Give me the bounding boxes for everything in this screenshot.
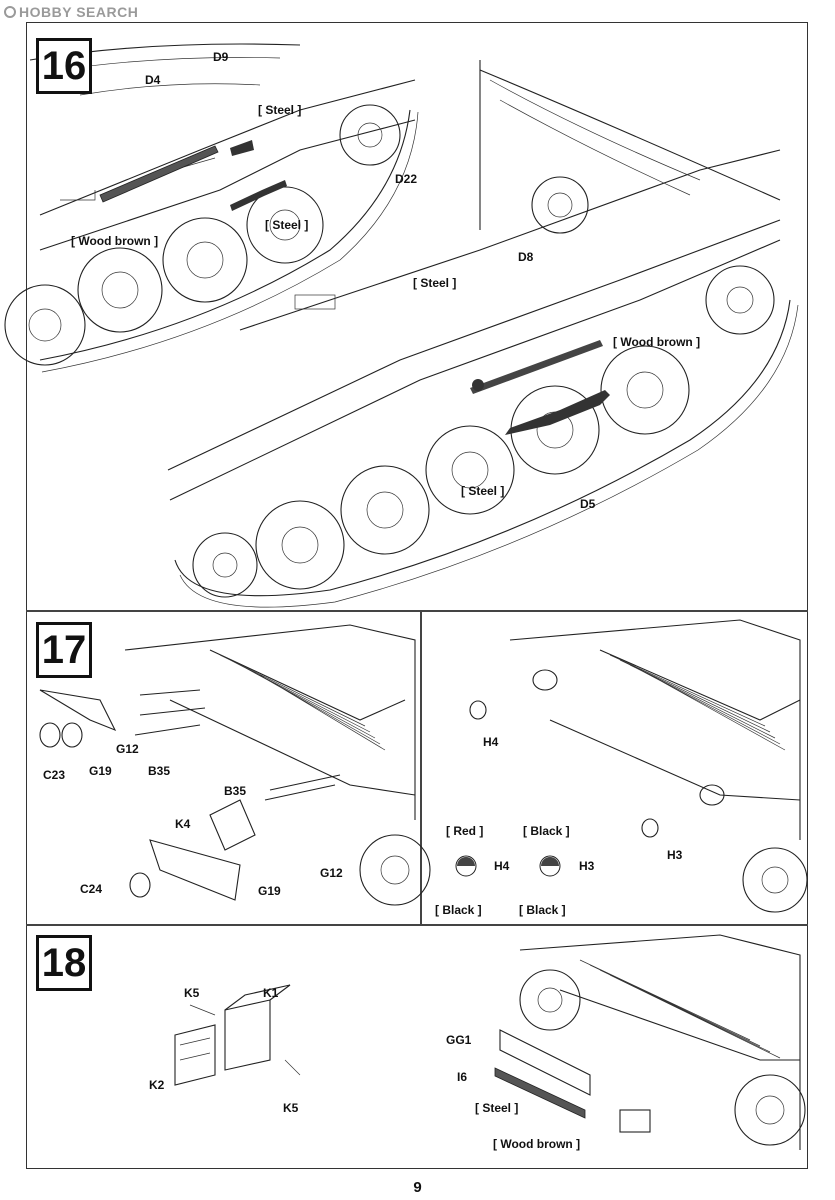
callout-c24: C24 <box>80 882 103 896</box>
callout-steel-2: [ Steel ] <box>265 218 309 232</box>
step-number-16: 16 <box>36 38 92 94</box>
divider-horizontal-1 <box>26 610 808 612</box>
colorkey-h3-top: [ Black ] <box>523 824 570 838</box>
callout-k4: K4 <box>175 817 191 831</box>
watermark-logo-icon <box>4 6 16 18</box>
callout-i6: I6 <box>457 1070 468 1084</box>
divider-horizontal-2 <box>26 924 808 926</box>
callout-c23: C23 <box>43 768 66 782</box>
callout-d8: D8 <box>518 250 534 264</box>
step18-right-art <box>494 934 806 1150</box>
page-frame <box>26 22 808 1169</box>
callout-k1: K1 <box>263 986 279 1000</box>
callout-k5-2: K5 <box>283 1101 299 1115</box>
callout-d5: D5 <box>580 497 596 511</box>
callout-g19-1: G19 <box>89 764 112 778</box>
step18-left-art <box>174 984 301 1086</box>
step17-left-art <box>39 624 431 906</box>
page-number: 9 <box>413 1179 422 1196</box>
callout-h4: H4 <box>483 735 499 749</box>
callout-b35-2: B35 <box>224 784 247 798</box>
callout-d4: D4 <box>145 73 161 87</box>
step17-right-art <box>455 619 808 913</box>
callout-steel-5: [ Steel ] <box>475 1101 519 1115</box>
callout-h3: H3 <box>667 848 683 862</box>
colorkey-h3-bottom: [ Black ] <box>519 903 566 917</box>
callout-d22: D22 <box>395 172 418 186</box>
step-number-17: 17 <box>36 622 92 678</box>
colorkey-h4-top: [ Red ] <box>446 824 484 838</box>
watermark: HOBBY SEARCH <box>4 4 138 20</box>
step16-main-hull-art <box>167 60 799 608</box>
step-number-18: 18 <box>36 935 92 991</box>
colorkey-h4-part: H4 <box>494 859 510 873</box>
callout-g12-1: G12 <box>116 742 139 756</box>
callout-wood-brown-1: [ Wood brown ] <box>71 234 159 248</box>
callout-gg1: GG1 <box>446 1033 472 1047</box>
callout-wood-brown-2: [ Wood brown ] <box>613 335 701 349</box>
callout-k2: K2 <box>149 1078 165 1092</box>
callout-steel-3: [ Steel ] <box>413 276 457 290</box>
watermark-text: HOBBY SEARCH <box>19 4 139 20</box>
colorkey-h3-part: H3 <box>579 859 595 873</box>
callout-steel-1: [ Steel ] <box>258 103 302 117</box>
step16-hull-detail-art <box>4 43 419 373</box>
callout-d9: D9 <box>213 50 229 64</box>
callout-k5-1: K5 <box>184 986 200 1000</box>
callout-b35-1: B35 <box>148 764 171 778</box>
colorkey-h4-bottom: [ Black ] <box>435 903 482 917</box>
callout-g19-2: G19 <box>258 884 281 898</box>
divider-vertical <box>420 610 422 924</box>
callout-g12-2: G12 <box>320 866 343 880</box>
callout-wood-brown-3: [ Wood brown ] <box>493 1137 581 1151</box>
callout-steel-4: [ Steel ] <box>461 484 505 498</box>
